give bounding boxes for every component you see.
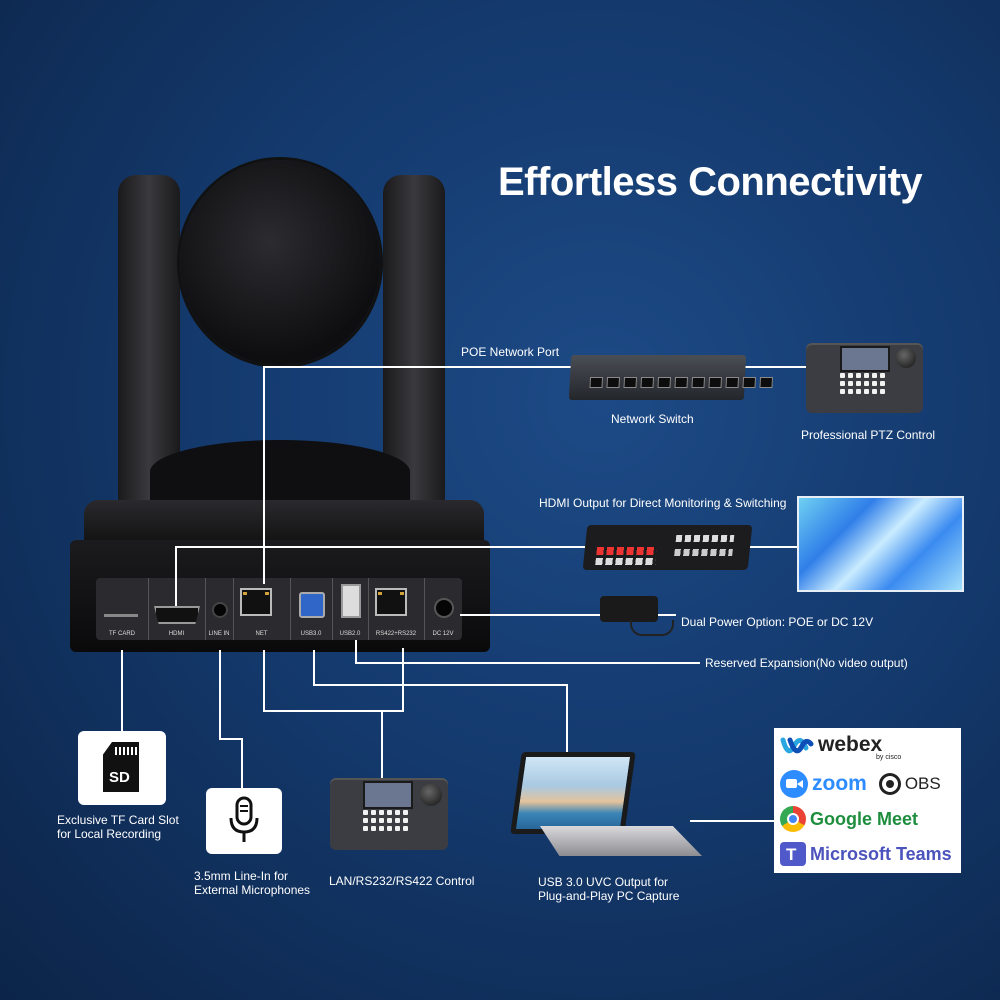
teams-icon: T [780,842,806,866]
tf-slot-label-1: Exclusive TF Card Slot [57,813,179,827]
ptz-controller-device [806,343,923,413]
microsoft-teams-logo: T Microsoft Teams [780,842,952,866]
port-label: RS422+RS232 [375,631,417,637]
port-net: NET [233,578,291,640]
webex-logo: webex by cisco [780,733,901,761]
obs-icon [878,773,901,795]
hdmi-output-label: HDMI Output for Direct Monitoring & Swit… [539,496,787,510]
port-label: DC 12V [432,631,454,637]
port-hdmi: HDMI [148,578,206,640]
line-in-label-2: External Microphones [194,883,311,897]
port-usb2: USB2.0 [332,578,369,640]
usb-output-label-1: USB 3.0 UVC Output for [538,875,669,889]
power-adapter-device [600,596,674,636]
zoom-icon [780,770,808,798]
teams-text: Microsoft Teams [810,843,952,864]
webex-icon [780,737,814,754]
tf-slot-label-2: for Local Recording [57,827,162,841]
chrome-icon [780,806,806,832]
camera-head [180,160,380,365]
line-in-label-1: 3.5mm Line-In for [194,869,289,883]
monitor-display [797,496,964,592]
compatible-apps-panel: webex by cisco zoom OBS Google Meet T Mi… [774,728,961,873]
port-label: TF CARD [109,631,135,637]
reserved-expansion-label: Reserved Expansion(No video output) [705,656,908,670]
port-rs422-rs232: RS422+RS232 [368,578,425,640]
port-tf-card: TF CARD [96,578,149,640]
google-meet-text: Google Meet [810,808,919,829]
port-line-in: LINE IN [205,578,234,640]
obs-text: OBS [904,774,941,793]
zoom-logo: zoom OBS [780,770,941,798]
sd-text: SD [109,769,130,786]
network-switch-label: Network Switch [611,412,694,426]
port-usb3: USB3.0 [290,578,333,640]
dual-power-label: Dual Power Option: POE or DC 12V [681,615,874,629]
usb-output-label-2: Plug-and-Play PC Capture [538,889,680,903]
rear-port-panel: TF CARD HDMI LINE IN NET USB3.0 USB2.0 R… [96,578,462,640]
sd-card-icon: SD [78,731,166,805]
webex-by-text: by cisco [876,754,902,761]
network-switch-device [568,355,774,400]
poe-port-label: POE Network Port [461,345,560,359]
serial-control-label: LAN/RS232/RS422 Control [329,874,475,888]
port-label: USB3.0 [300,631,322,637]
serial-controller-device [330,778,448,850]
port-label: USB2.0 [339,631,361,637]
zoom-text: zoom [812,772,867,795]
port-label: NET [255,631,268,637]
port-label: HDMI [168,631,185,637]
ptz-control-label: Professional PTZ Control [801,428,936,442]
video-switcher-device [582,525,753,570]
microphone-icon [206,788,282,854]
webex-text: webex [818,733,883,756]
port-dc12v: DC 12V [424,578,462,640]
google-meet-logo: Google Meet [780,806,918,832]
camera-base-top [84,500,484,545]
page-title: Effortless Connectivity [498,160,923,204]
port-label: LINE IN [208,631,230,637]
